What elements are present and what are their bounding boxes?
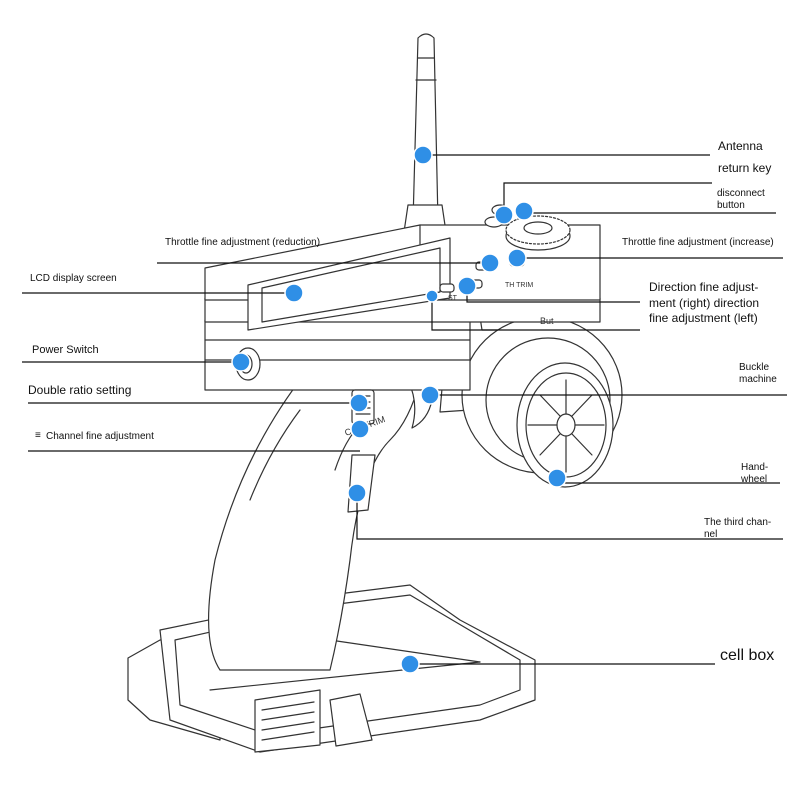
label-channel-fine: Channel fine adjustment (46, 431, 154, 442)
wheel-drawing (461, 316, 623, 488)
leader-direction-left (431, 297, 640, 331)
label-antenna: Antenna (718, 139, 763, 153)
grip-drawing (207, 379, 421, 671)
channel-dash-icon: ≡ (35, 430, 41, 441)
label-power-switch: Power Switch (32, 344, 99, 356)
label-third-channel: The third chan- nel (704, 517, 772, 540)
marker-direction-right (457, 276, 477, 296)
label-return-key: return key (718, 161, 772, 175)
marker-antenna (413, 145, 433, 165)
st-device-text: ST (448, 295, 458, 302)
label-throttle-reduction: Throttle fine adjustment (reduction) (165, 237, 321, 248)
leader-return-key (503, 182, 712, 215)
marker-throttle-increase (507, 248, 527, 268)
label-cell-box: cell box (720, 647, 775, 664)
label-hand-wheel: Hand- wheel (741, 462, 769, 485)
marker-cell-box (400, 654, 420, 674)
lcd-screen-drawing (247, 237, 451, 331)
marker-third-channel (347, 483, 367, 503)
marker-hand-wheel (547, 468, 567, 488)
label-disconnect-button: disconnect button (717, 188, 765, 211)
marker-lcd (284, 283, 304, 303)
marker-power (231, 352, 251, 372)
marker-direction-left (425, 289, 439, 303)
leader-third-channel (356, 493, 783, 540)
callout-markers (231, 145, 567, 674)
antenna-drawing (403, 33, 447, 233)
label-lcd-display: LCD display screen (30, 273, 117, 284)
marker-throttle-reduction (480, 253, 500, 273)
label-double-ratio: Double ratio setting (28, 383, 132, 397)
leader-lines (22, 154, 787, 665)
marker-channel (350, 419, 370, 439)
marker-trigger (420, 385, 440, 405)
th-trim-device-text: TH TRIM (505, 282, 533, 289)
but-device-text: But (540, 316, 554, 326)
dial-drawing (505, 215, 571, 251)
label-throttle-increase: Throttle fine adjustment (increase) (622, 237, 774, 248)
label-buckle-machine: Buckle machine (739, 362, 777, 385)
label-direction-fine: Direction fine adjust- ment (right) dire… (649, 280, 760, 326)
marker-return-key (494, 205, 514, 225)
marker-double-ratio (349, 393, 369, 413)
marker-disconnect (514, 201, 534, 221)
